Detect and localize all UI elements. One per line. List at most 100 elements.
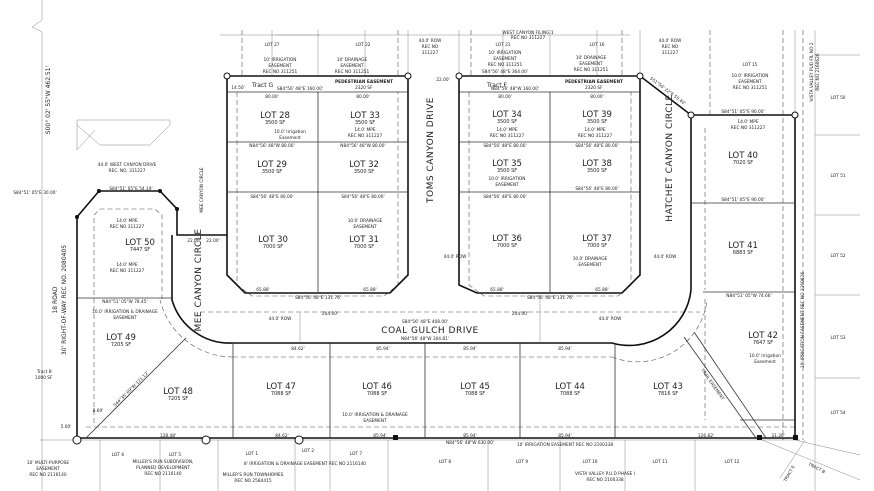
lot-area: 7020 SF — [733, 160, 753, 166]
dimension: 65.88' — [256, 287, 269, 293]
street-rec-18-road: 30' RIGHT-OF-WAY REC NO. 2080405 — [61, 245, 68, 355]
easement-rec: REC NO 311251 — [263, 69, 298, 75]
bearing: S84°56' 48"E 160.00' — [277, 86, 323, 92]
survey-monuments — [72, 72, 799, 445]
monument-marker — [687, 111, 695, 119]
easement-label: 14.0' MPE — [116, 218, 137, 224]
monument-marker — [757, 435, 762, 440]
lot-label: LOT 32 — [349, 160, 379, 170]
row-label: 311227 — [422, 50, 439, 56]
dimension: 14.50' — [231, 85, 244, 91]
adjacent-lot: LOT 50 — [830, 95, 845, 101]
easement-label: Easement — [754, 359, 776, 365]
easement-label: EASEMENT — [579, 61, 603, 67]
bearing: S84°56' 48"E 131.76' — [527, 295, 573, 301]
subdivision-rec: REC NO 2584415 — [234, 478, 271, 484]
row-label: 44.0' ROW — [269, 316, 292, 322]
row-label: 44.0' ROW — [659, 38, 682, 44]
lot-label: LOT 35 — [492, 159, 522, 169]
lot-area: 7088 SF — [271, 391, 291, 397]
easement-label: EASEMENT — [340, 63, 364, 69]
lot-area: 7000 SF — [497, 243, 517, 249]
subdivision-name: PLANNED DEVELOPMENT — [136, 465, 190, 471]
easement-label: 10.0' IRRIGATION — [488, 176, 525, 182]
monument-marker — [455, 72, 463, 80]
adjacent-parcel-lines — [31, 0, 861, 491]
bearing: S84°56' 48"E 80.00' — [250, 194, 293, 200]
bearing: S84°51' 05"E 54.19' — [109, 186, 152, 192]
easement-label: EASEMENT — [36, 466, 60, 472]
bearing: S84°56' 48"E 80.00' — [341, 194, 384, 200]
lot-label: LOT 49 — [106, 333, 136, 343]
easement-label: 14.0' MPE — [737, 119, 758, 125]
lot-label: LOT 47 — [266, 382, 296, 392]
easement-label: 14.0' MPE — [496, 127, 517, 133]
adjacent-lot: LOT 21 — [495, 42, 510, 48]
easement-rec: REC NO 311227 — [578, 133, 613, 139]
bearing: N84°56' 48"W 630.00' — [446, 440, 494, 446]
lot-label: LOT 42 — [748, 331, 778, 341]
dimension: 80.00' — [356, 94, 369, 100]
adjacent-lot: LOT 9 — [516, 459, 529, 465]
bearing: N84°56' 48"W 80.00' — [340, 143, 385, 149]
easement-rec: REC NO 311251 — [335, 69, 370, 75]
bearing: S84°51' 05"E 30.00' — [13, 190, 56, 196]
easement-label: 14.0' MPE — [354, 127, 375, 133]
lot-label: LOT 38 — [582, 159, 612, 169]
adjacent-labels: LOT 27 LOT 22 LOT 21 LOT 16 LOT 15 LOT 5… — [112, 30, 846, 484]
dimension: 5.00' — [61, 424, 72, 430]
easement-label: 10' IRRIGATION — [264, 57, 297, 63]
lot-label: LOT 30 — [258, 235, 288, 245]
dimension: 22.00' — [436, 77, 449, 83]
easement-lines — [86, 30, 804, 440]
dimension: 85.94' — [558, 433, 571, 439]
easement-labels: 10' IRRIGATION EASEMENT REC NO 311251 10… — [27, 38, 806, 478]
lot-lines — [76, 75, 796, 439]
pedestrian-easement-label: PEDESTRIAN EASEMENT — [335, 79, 393, 85]
monument-marker — [636, 72, 644, 80]
dimension: 65.88' — [363, 287, 376, 293]
adjacent-lot: LOT 10 — [582, 459, 597, 465]
bearing: S84°56' 48"E 364.00' — [482, 69, 528, 75]
easement-label: 10' DRAINAGE — [576, 55, 607, 61]
easement-label: 10.0' IRRIGATION — [731, 73, 768, 79]
easement-rec: 8' IRRIGATION & DRAINAGE EASEMENT REC NO… — [244, 461, 366, 467]
lot-area: 3500 SF — [354, 169, 374, 175]
adjacent-lot: LOT 15 — [742, 62, 757, 68]
adjacent-lot: LOT 8 — [439, 459, 452, 465]
bearing: N84°56' 48"W 304.81' — [401, 336, 449, 342]
bearing: S84°56' 48"E 80.00' — [575, 143, 618, 149]
dimension: 85.94' — [463, 346, 476, 352]
monument-marker — [294, 435, 304, 445]
dimension: 204.00' — [322, 311, 338, 317]
easement-label: 10.0' IRRIGATION & DRAINAGE — [342, 412, 408, 418]
adjacent-lot: LOT 6 — [112, 452, 125, 458]
tract-g-label: Tract G — [251, 82, 273, 89]
monument-marker — [793, 435, 798, 440]
dimension: 22.00' — [206, 238, 219, 244]
easement-label: 14.0' MPE — [116, 262, 137, 268]
easement-label: 14.0' MPE — [584, 127, 605, 133]
lot-label: LOT 40 — [728, 151, 758, 161]
adjacent-lot: LOT 52 — [830, 253, 845, 259]
adjacent-lot: LOT 7 — [350, 451, 363, 457]
dimension: 31.30' — [771, 433, 784, 439]
easement-rec: REC NO 311227 — [490, 133, 525, 139]
dimension: 128.48' — [160, 433, 176, 439]
monument-marker — [201, 435, 211, 445]
lot-label: LOT 28 — [260, 111, 290, 121]
dimension: 65.88' — [490, 287, 503, 293]
easement-rec: REC NO 311251 — [574, 67, 609, 73]
easement-label: EASEMENT — [578, 262, 602, 268]
row-label: 44.0' ROW — [444, 254, 467, 260]
tract-b-area: 1000 SF — [35, 375, 53, 381]
subdivision-rec: REC NO 311227 — [511, 35, 546, 41]
adjacent-lot: LOT 12 — [724, 459, 739, 465]
easement-rec: REC NO 311227 — [731, 125, 766, 131]
bearing: S44°35' 09"W 121.12' — [112, 370, 150, 408]
street-name-coal-gulch: COAL GULCH DRIVE — [381, 326, 478, 336]
easement-label: 10.0' IRRIGATION & DRAINAGE — [92, 309, 158, 315]
lot-label: LOT 33 — [350, 111, 380, 121]
dimension: 204.00' — [512, 311, 528, 317]
